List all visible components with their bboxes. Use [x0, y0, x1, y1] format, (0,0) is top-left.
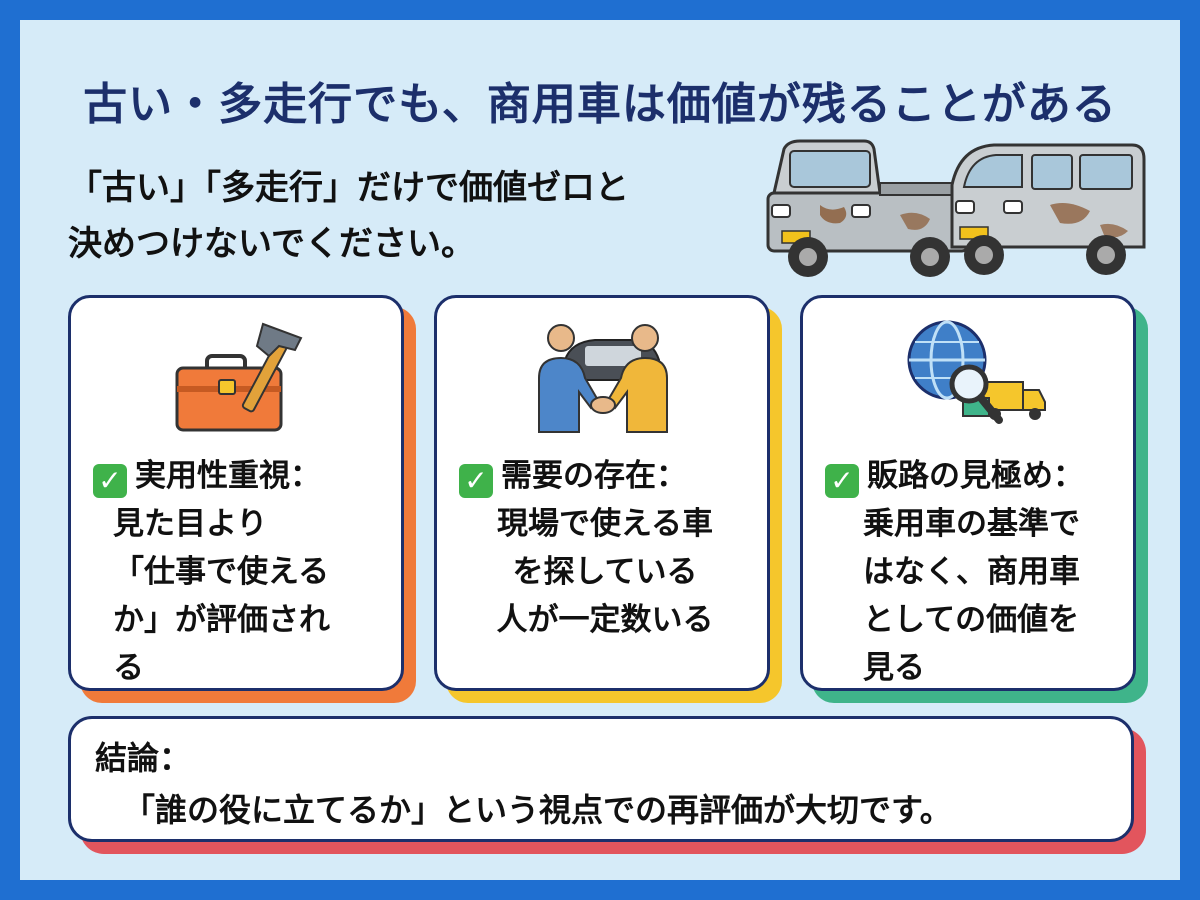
- check-icon: ✓: [825, 464, 859, 498]
- card-practicality: ✓実用性重視： 見た目より 「仕事で使える か」が評価され る: [68, 295, 416, 703]
- toolbox-hammer-icon: [175, 322, 303, 432]
- check-icon: ✓: [459, 464, 493, 498]
- conclusion-label: 結論：: [95, 739, 192, 777]
- card-heading-text: 販路の見極め：: [867, 458, 1084, 494]
- conclusion-box: 結論： 「誰の役に立てるか」という視点での再評価が大切です。: [68, 716, 1146, 854]
- intro-line-2: 決めつけないでください。: [68, 224, 475, 264]
- check-icon: ✓: [93, 464, 127, 498]
- card-panel: ✓需要の存在： 現場で使える車 を探している 人が一定数いる: [434, 295, 770, 691]
- kei-truck: [766, 139, 971, 277]
- intro-text: 「古い」「多走行」だけで価値ゼロと 決めつけないでください。: [68, 160, 748, 272]
- card-heading: ✓需要の存在：: [459, 450, 757, 498]
- page-title: 古い・多走行でも、商用車は価値が残ることがある: [83, 79, 1117, 130]
- card-panel: ✓販路の見極め： 乗用車の基準で はなく、商用車 としての価値を 見る: [800, 295, 1136, 691]
- handshake-car-icon: [538, 324, 668, 433]
- card-heading: ✓実用性重視：: [93, 450, 391, 498]
- intro-line-1: 「古い」「多走行」だけで価値ゼロと: [68, 168, 629, 208]
- card-sales-channel: ✓販路の見極め： 乗用車の基準で はなく、商用車 としての価値を 見る: [800, 295, 1148, 703]
- card-heading: ✓販路の見極め：: [825, 450, 1123, 498]
- conclusion-panel: 結論： 「誰の役に立てるか」という視点での再評価が大切です。: [68, 716, 1134, 842]
- kei-van: [950, 143, 1146, 275]
- card-body: 乗用車の基準で はなく、商用車 としての価値を 見る: [863, 506, 1080, 686]
- card-heading-text: 実用性重視：: [135, 458, 321, 494]
- conclusion-text: 「誰の役に立てるか」という視点での再評価が大切です。: [123, 791, 952, 829]
- card-panel: ✓実用性重視： 見た目より 「仕事で使える か」が評価され る: [68, 295, 404, 691]
- card-body: 見た目より 「仕事で使える か」が評価され る: [113, 506, 330, 686]
- card-body: 現場で使える車 を探している 人が一定数いる: [496, 506, 714, 638]
- card-heading-text: 需要の存在：: [501, 458, 687, 494]
- old-kei-truck-and-van-illustration: [766, 139, 1146, 277]
- globe-magnifier-truck-icon: [907, 320, 1046, 424]
- card-demand: ✓需要の存在： 現場で使える車 を探している 人が一定数いる: [434, 295, 782, 703]
